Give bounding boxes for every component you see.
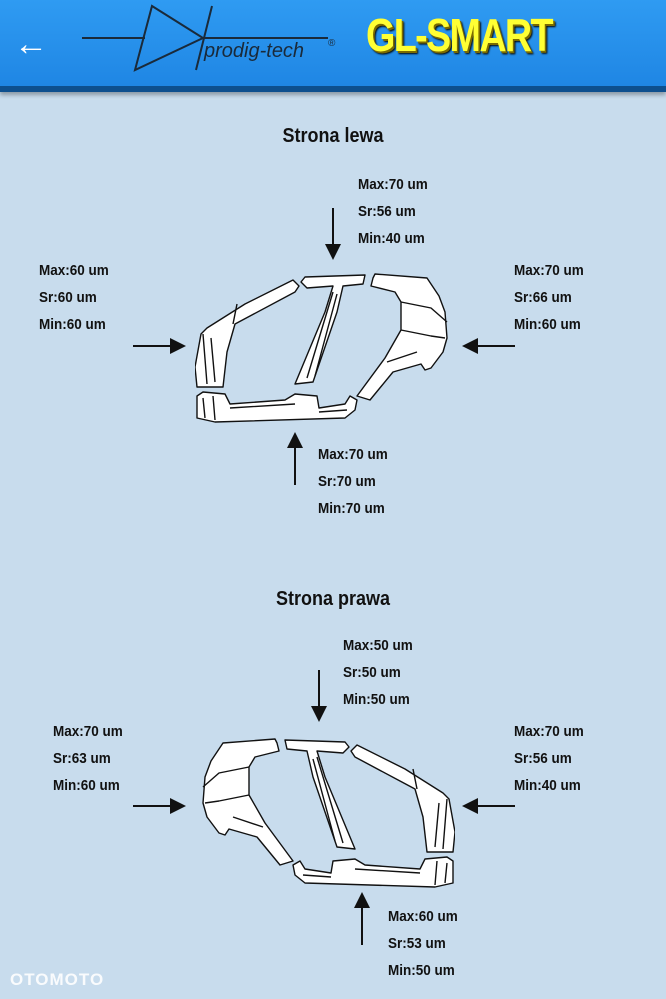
max-value: Max:70 um (53, 723, 123, 740)
left-bottom-readings: Max:70 um Sr:70 um Min:70 um (318, 441, 388, 522)
car-left-side-diagram (195, 273, 448, 423)
max-value: Max:50 um (343, 637, 413, 654)
max-value: Max:70 um (318, 446, 388, 463)
avg-value: Sr:56 um (514, 750, 572, 767)
left-rear-readings: Max:70 um Sr:66 um Min:60 um (514, 257, 584, 338)
left-top-readings: Max:70 um Sr:56 um Min:40 um (358, 171, 428, 252)
app-header: ← prodig-tech ® GL-SMART (0, 0, 666, 92)
right-rear-readings: Max:70 um Sr:63 um Min:60 um (53, 718, 123, 799)
min-value: Min:40 um (358, 230, 425, 247)
min-value: Min:60 um (53, 777, 120, 794)
prodig-tech-logo (82, 4, 328, 72)
max-value: Max:60 um (39, 262, 109, 279)
brand-name: prodig-tech (204, 40, 305, 62)
avg-value: Sr:56 um (358, 203, 416, 220)
min-value: Min:70 um (318, 500, 385, 517)
min-value: Min:50 um (343, 691, 410, 708)
min-value: Min:60 um (39, 316, 106, 333)
avg-value: Sr:66 um (514, 289, 572, 306)
avg-value: Sr:53 um (388, 935, 446, 952)
max-value: Max:60 um (388, 908, 458, 925)
max-value: Max:70 um (358, 176, 428, 193)
max-value: Max:70 um (514, 723, 584, 740)
right-top-readings: Max:50 um Sr:50 um Min:50 um (343, 632, 413, 713)
right-front-readings: Max:70 um Sr:56 um Min:40 um (514, 718, 584, 799)
app-title: GL-SMART (366, 9, 554, 61)
car-right-side-diagram (202, 738, 455, 888)
registered-mark: ® (328, 38, 336, 49)
min-value: Min:60 um (514, 316, 581, 333)
avg-value: Sr:60 um (39, 289, 97, 306)
arrow-left-icon: ← (14, 25, 48, 63)
min-value: Min:40 um (514, 777, 581, 794)
avg-value: Sr:63 um (53, 750, 111, 767)
back-button[interactable]: ← (14, 24, 54, 64)
watermark: OTOMOTO (10, 970, 105, 989)
max-value: Max:70 um (514, 262, 584, 279)
avg-value: Sr:70 um (318, 473, 376, 490)
right-bottom-readings: Max:60 um Sr:53 um Min:50 um (388, 903, 458, 984)
left-side-title: Strona lewa (282, 125, 384, 147)
min-value: Min:50 um (388, 962, 455, 979)
left-front-readings: Max:60 um Sr:60 um Min:60 um (39, 257, 109, 338)
avg-value: Sr:50 um (343, 664, 401, 681)
right-side-title: Strona prawa (275, 588, 391, 610)
